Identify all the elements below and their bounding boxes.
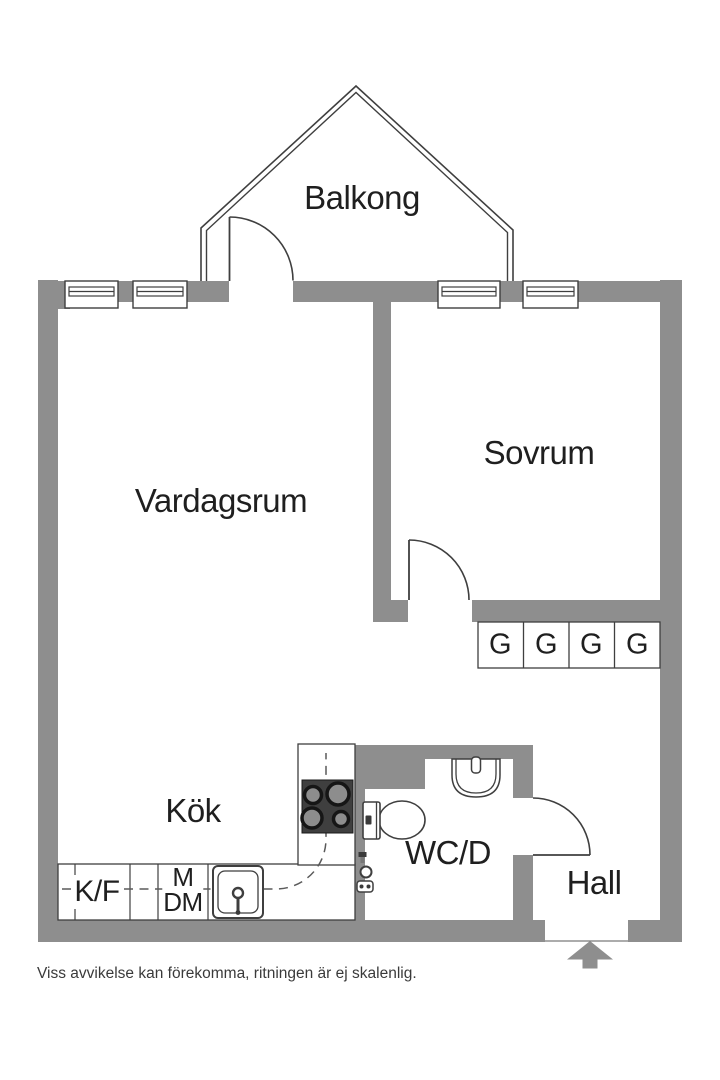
room-label-bathroom: WC/D xyxy=(405,834,491,871)
room-label-hall: Hall xyxy=(566,864,622,901)
balcony-outline xyxy=(200,84,514,283)
walls xyxy=(38,280,682,942)
toilet-icon xyxy=(362,800,426,840)
bedroom-door-swing xyxy=(408,539,470,601)
disclaimer-text: Viss avvikelse kan förekomma, ritningen … xyxy=(37,965,417,982)
room-label-living-room: Vardagsrum xyxy=(134,482,308,519)
room-label-kitchen: Kök xyxy=(165,792,221,829)
bathroom-door-swing xyxy=(532,797,591,856)
shower-mixer-icon xyxy=(356,852,374,893)
window xyxy=(522,280,579,309)
room-label-balcony: Balkong xyxy=(304,179,420,216)
window xyxy=(132,280,188,309)
balcony-door-opening xyxy=(229,280,293,303)
wardrobe-label: G xyxy=(625,628,649,661)
dishwasher-label: DM xyxy=(163,887,203,917)
wardrobe-label: G xyxy=(579,628,603,661)
kitchen-sink-icon xyxy=(212,865,264,919)
room-label-bedroom: Sovrum xyxy=(483,434,595,471)
entrance-arrow-icon xyxy=(567,941,613,969)
windows xyxy=(64,280,579,309)
stove-icon xyxy=(300,779,354,834)
wardrobe-cells xyxy=(477,621,661,669)
window xyxy=(64,280,119,309)
microwave-dishwasher-label: M DM xyxy=(162,862,204,917)
counter-dashed-line xyxy=(62,753,327,890)
washbasin-icon xyxy=(451,756,501,798)
wardrobe-label: G xyxy=(534,628,558,661)
fridge-freezer-label: K/F xyxy=(72,875,122,909)
window xyxy=(437,280,501,309)
microwave-label: M xyxy=(172,862,194,892)
wardrobe-label: G xyxy=(488,628,512,661)
entrance xyxy=(545,940,628,969)
door-swings xyxy=(228,216,591,856)
balcony-door-swing xyxy=(228,216,294,281)
